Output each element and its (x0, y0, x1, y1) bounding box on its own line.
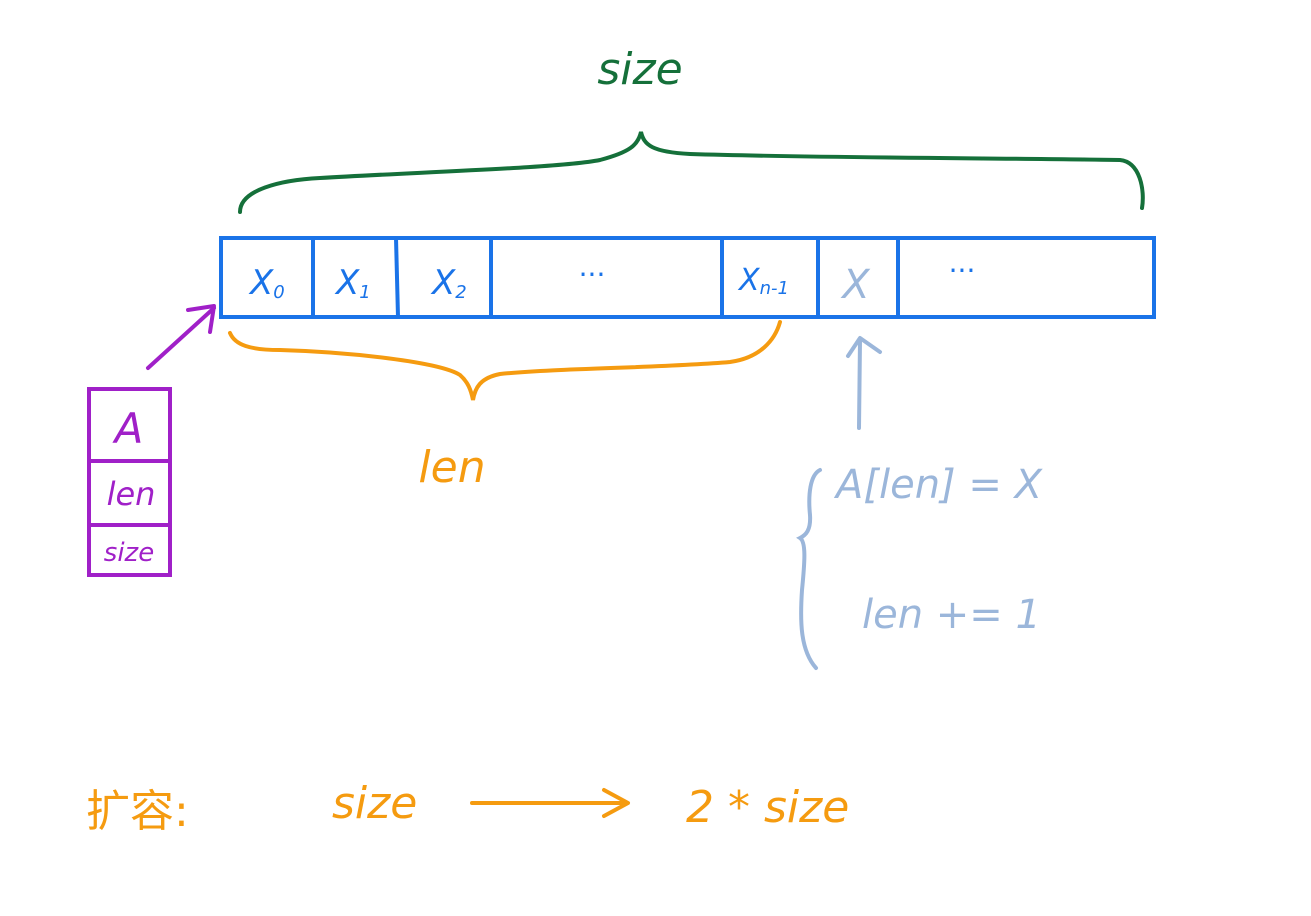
size-brace (238, 131, 1145, 214)
cell-ellipsis-2: ··· (949, 254, 976, 287)
struct-field-len: len (107, 475, 156, 513)
array: X0 X1 X2 ··· Xn-1 X ··· (219, 236, 1156, 319)
struct-outline (87, 387, 172, 577)
cell-x2: X2 (430, 263, 467, 303)
size-label: size (597, 44, 682, 95)
cell-xn-1: Xn-1 (737, 263, 789, 299)
resize-to: 2 * size (686, 782, 849, 833)
op-assign: A[len] = X (833, 462, 1044, 508)
len-brace (228, 320, 782, 401)
cell-x-new: X (840, 262, 871, 308)
op-increment: len += 1 (862, 592, 1041, 638)
cell-ellipsis-1: ··· (579, 258, 606, 291)
struct-field-a: A (112, 404, 144, 453)
resize-from: size (332, 778, 417, 829)
cell-x1: X1 (334, 263, 371, 303)
append-arrow (846, 336, 882, 430)
cell-divider (394, 237, 400, 318)
struct-field-size: size (104, 538, 154, 568)
ops-brace (796, 468, 822, 670)
resize-arrow (470, 788, 630, 818)
cell-x0: X0 (248, 263, 285, 303)
resize-label: 扩容: (86, 786, 189, 837)
pointer-arrow (146, 304, 216, 370)
array-outline (219, 236, 1156, 319)
struct-box: A len size (87, 387, 172, 577)
resize-row: 扩容: size 2 * size (86, 778, 849, 837)
len-label: len (418, 442, 485, 493)
